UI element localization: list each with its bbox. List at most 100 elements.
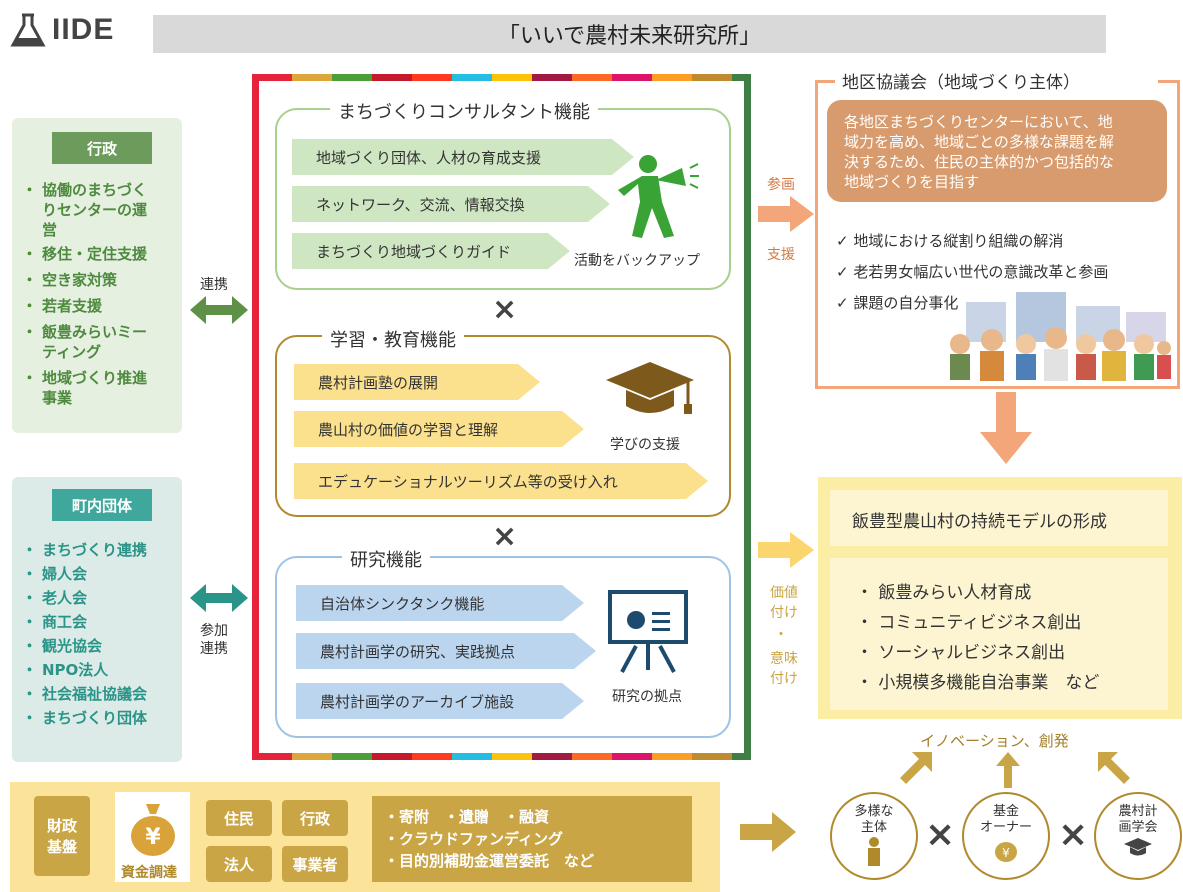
chonai-title: 町内団体 <box>52 489 152 521</box>
chiku-desc-line: 域力を高め、地域ごとの多様な課題を解 <box>844 133 1114 151</box>
chiku-desc-box <box>827 100 1167 202</box>
chiku-border-tick <box>815 80 835 83</box>
gyosei-item: ティング <box>42 343 102 361</box>
gyosei-item: ・若者支援 <box>22 297 103 315</box>
chonai-item: ・まちづくり連携 <box>22 541 148 559</box>
dot-label: ・ <box>774 627 788 643</box>
chiku-box <box>815 82 1180 389</box>
graduation-cap-icon <box>606 362 694 414</box>
svg-text:¥: ¥ <box>145 825 161 850</box>
gyosei-item: 営 <box>42 221 58 239</box>
jigyosha-tag: 事業者 <box>282 846 348 882</box>
chiku-desc-line: 地域づくりを目指す <box>844 173 980 191</box>
megaphone-person-icon <box>618 155 699 238</box>
education-title: 学習・教育機能 <box>322 326 464 352</box>
model-item: ・ 飯豊みらい人材育成 <box>856 583 1032 603</box>
imi-label: 付け <box>770 671 798 687</box>
times-icon: × <box>492 292 518 327</box>
method-line: ・目的別補助金運営委託 など <box>384 852 595 870</box>
chonai-item: ・老人会 <box>22 589 88 607</box>
gyosei-tag: 行政 <box>282 800 348 836</box>
presentation-board-icon <box>608 590 688 673</box>
zaisei-kiban-tag: 財政基盤 <box>34 796 90 876</box>
education-item: 農山村の価値の学習と理解 <box>294 411 584 447</box>
circle-label: 主体 <box>860 820 887 835</box>
model-item: ・ 小規模多機能自治事業 など <box>856 673 1100 693</box>
chiku-title: 地区協議会（地域づくり主体） <box>842 73 1080 93</box>
model-title: 飯豊型農山村の持続モデルの形成 <box>852 512 1107 532</box>
chonai-item: ・NPO法人 <box>22 661 109 679</box>
education-item: 農村計画塾の展開 <box>294 364 540 400</box>
flask-icon <box>10 13 46 47</box>
noson-gakkai-circle: 農村計 画学会 <box>1094 792 1182 880</box>
double-arrow-icon <box>190 296 248 324</box>
chiku-desc-line: 各地区まちづくりセンターにおいて、地 <box>844 113 1113 131</box>
gyosei-item: ・空き家対策 <box>22 271 118 289</box>
community-people-illustration <box>950 292 1171 381</box>
circle-label: 農村計 <box>1118 804 1158 819</box>
up-left-arrow-icon <box>1098 752 1130 784</box>
kachi-label: 価値 <box>770 585 798 601</box>
research-item: 自治体シンクタンク機能 <box>296 585 584 621</box>
tayona-shutai-circle: 多様な 主体 <box>830 792 918 880</box>
circle-label: オーナー <box>979 820 1032 835</box>
jumin-tag: 住民 <box>206 800 272 836</box>
sankaku-label: 参画 <box>767 177 795 193</box>
money-bag-icon: ¥ <box>995 842 1017 862</box>
times-icon: × <box>492 519 518 554</box>
times-icon: × <box>925 814 956 855</box>
research-title: 研究機能 <box>342 546 430 572</box>
chonai-item: ・観光協会 <box>22 637 103 655</box>
right-arrow-icon <box>740 812 796 852</box>
methods-box <box>372 796 692 882</box>
gyosei-item: ・飯豊みらいミー <box>22 323 148 341</box>
chonai-item: ・まちづくり団体 <box>22 709 148 727</box>
kachi-label: 付け <box>770 605 798 621</box>
circle-label: 画学会 <box>1118 820 1158 835</box>
gyosei-box: 行政 ・協働のまちづく りセンターの運 営 ・移住・定住支援 ・空き家対策 ・若… <box>12 118 182 433</box>
method-line: ・クラウドファンディング <box>384 830 563 848</box>
times-icon: × <box>1058 814 1089 855</box>
kikin-owner-circle: 基金 オーナー ¥ <box>962 792 1050 880</box>
page-title: 「いいで農村未来研究所」 <box>153 15 1106 53</box>
renkei-label-2: 連携 <box>200 641 228 657</box>
double-arrow-icon <box>190 584 248 612</box>
consultant-item: ネットワーク、交流、情報交換 <box>292 186 610 222</box>
person-icon <box>868 837 880 866</box>
research-caption: 研究の拠点 <box>612 689 682 705</box>
research-item: 農村計画学の研究、実践拠点 <box>296 633 596 669</box>
chonai-box: 町内団体 ・まちづくり連携 ・婦人会 ・老人会 ・商工会 ・観光協会 ・NPO法… <box>12 477 182 762</box>
right-arrow-icon <box>758 196 814 232</box>
chiku-check: ✓ 課題の自分事化 <box>836 294 959 312</box>
chiku-check: ✓ 老若男女幅広い世代の意識改革と参画 <box>836 263 1109 281</box>
innovation-label: イノベーション、創発 <box>920 732 1069 750</box>
up-right-arrow-icon <box>900 752 932 784</box>
gyosei-item: ・地域づくり推進 <box>22 369 148 387</box>
logo-text: IIDE <box>52 13 115 46</box>
imi-label: 意味 <box>770 651 798 667</box>
shikin-label: 資金調達 <box>121 865 177 881</box>
method-line: ・寄附 ・遺贈 ・融資 <box>384 808 550 826</box>
circle-label: 多様な <box>854 804 894 819</box>
consultant-title: まちづくりコンサルタント機能 <box>330 98 598 124</box>
logo: IIDE <box>10 10 140 50</box>
chiku-desc-line: 決するため、住民の主体的かつ包括的な <box>844 153 1115 171</box>
circle-label: 基金 <box>992 804 1019 819</box>
svg-text:¥: ¥ <box>1002 846 1010 860</box>
model-title-box <box>830 490 1168 546</box>
consultant-item: まちづくり地域づくりガイド <box>292 233 570 269</box>
chonai-item: ・婦人会 <box>22 565 88 583</box>
model-list-box <box>830 558 1168 710</box>
education-item: エデュケーショナルツーリズム等の受け入れ <box>294 463 708 499</box>
right-arrow-icon <box>758 532 814 568</box>
education-caption: 学びの支援 <box>610 437 680 453</box>
chonai-item: ・商工会 <box>22 613 88 631</box>
shien-label: 支援 <box>767 247 795 263</box>
consultant-item: 地域づくり団体、人材の育成支援 <box>292 139 634 175</box>
gyosei-title: 行政 <box>52 132 152 164</box>
research-item: 農村計画学のアーカイブ施設 <box>296 683 584 719</box>
sanka-label: 参加 <box>200 623 228 639</box>
renkei-label: 連携 <box>200 277 228 293</box>
chiku-border-tick <box>1158 80 1180 83</box>
gyosei-item: りセンターの運 <box>42 201 148 219</box>
